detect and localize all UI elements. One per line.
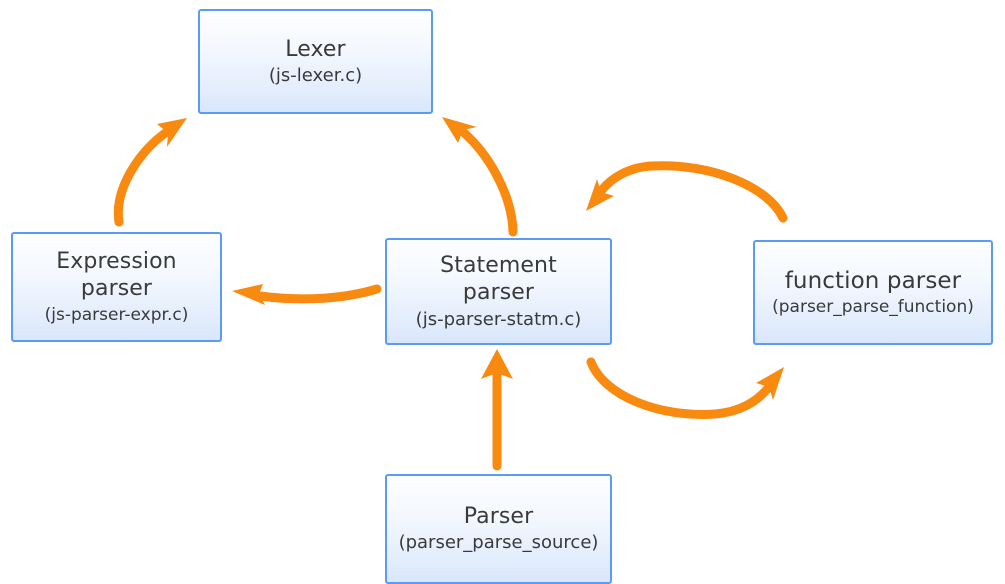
node-function-parser-subtitle: (parser_parse_function) — [772, 297, 974, 318]
edge-statement-to-expression — [232, 284, 382, 305]
node-statement-parser-title: Statement — [440, 253, 557, 279]
node-expression-parser[interactable]: Expression parser (js-parser-expr.c) — [11, 232, 222, 342]
edge-expression-to-lexer — [113, 118, 187, 227]
node-lexer-subtitle: (js-lexer.c) — [268, 64, 363, 86]
node-function-parser[interactable]: function parser (parser_parse_function) — [753, 240, 993, 345]
node-statement-parser-subtitle: (js-parser-statm.c) — [415, 308, 582, 330]
edge-function-to-statement — [586, 161, 788, 223]
node-parser-title: Parser — [463, 504, 534, 530]
edge-parser-to-statement — [481, 349, 513, 471]
node-expression-parser-title-line2: parser — [80, 275, 153, 301]
edge-statement-to-lexer — [442, 117, 518, 237]
node-lexer[interactable]: Lexer (js-lexer.c) — [198, 9, 433, 114]
node-parser[interactable]: Parser (parser_parse_source) — [385, 474, 612, 584]
node-function-parser-title: function parser — [784, 267, 962, 294]
node-statement-parser[interactable]: Statement parser (js-parser-statm.c) — [385, 238, 612, 345]
node-statement-parser-title-line2: parser — [462, 279, 535, 305]
edge-statement-to-function — [586, 357, 784, 419]
node-expression-parser-title: Expression — [56, 249, 177, 275]
node-lexer-title: Lexer — [285, 36, 346, 62]
node-parser-subtitle: (parser_parse_source) — [398, 532, 599, 554]
node-expression-parser-subtitle: (js-parser-expr.c) — [44, 304, 189, 325]
